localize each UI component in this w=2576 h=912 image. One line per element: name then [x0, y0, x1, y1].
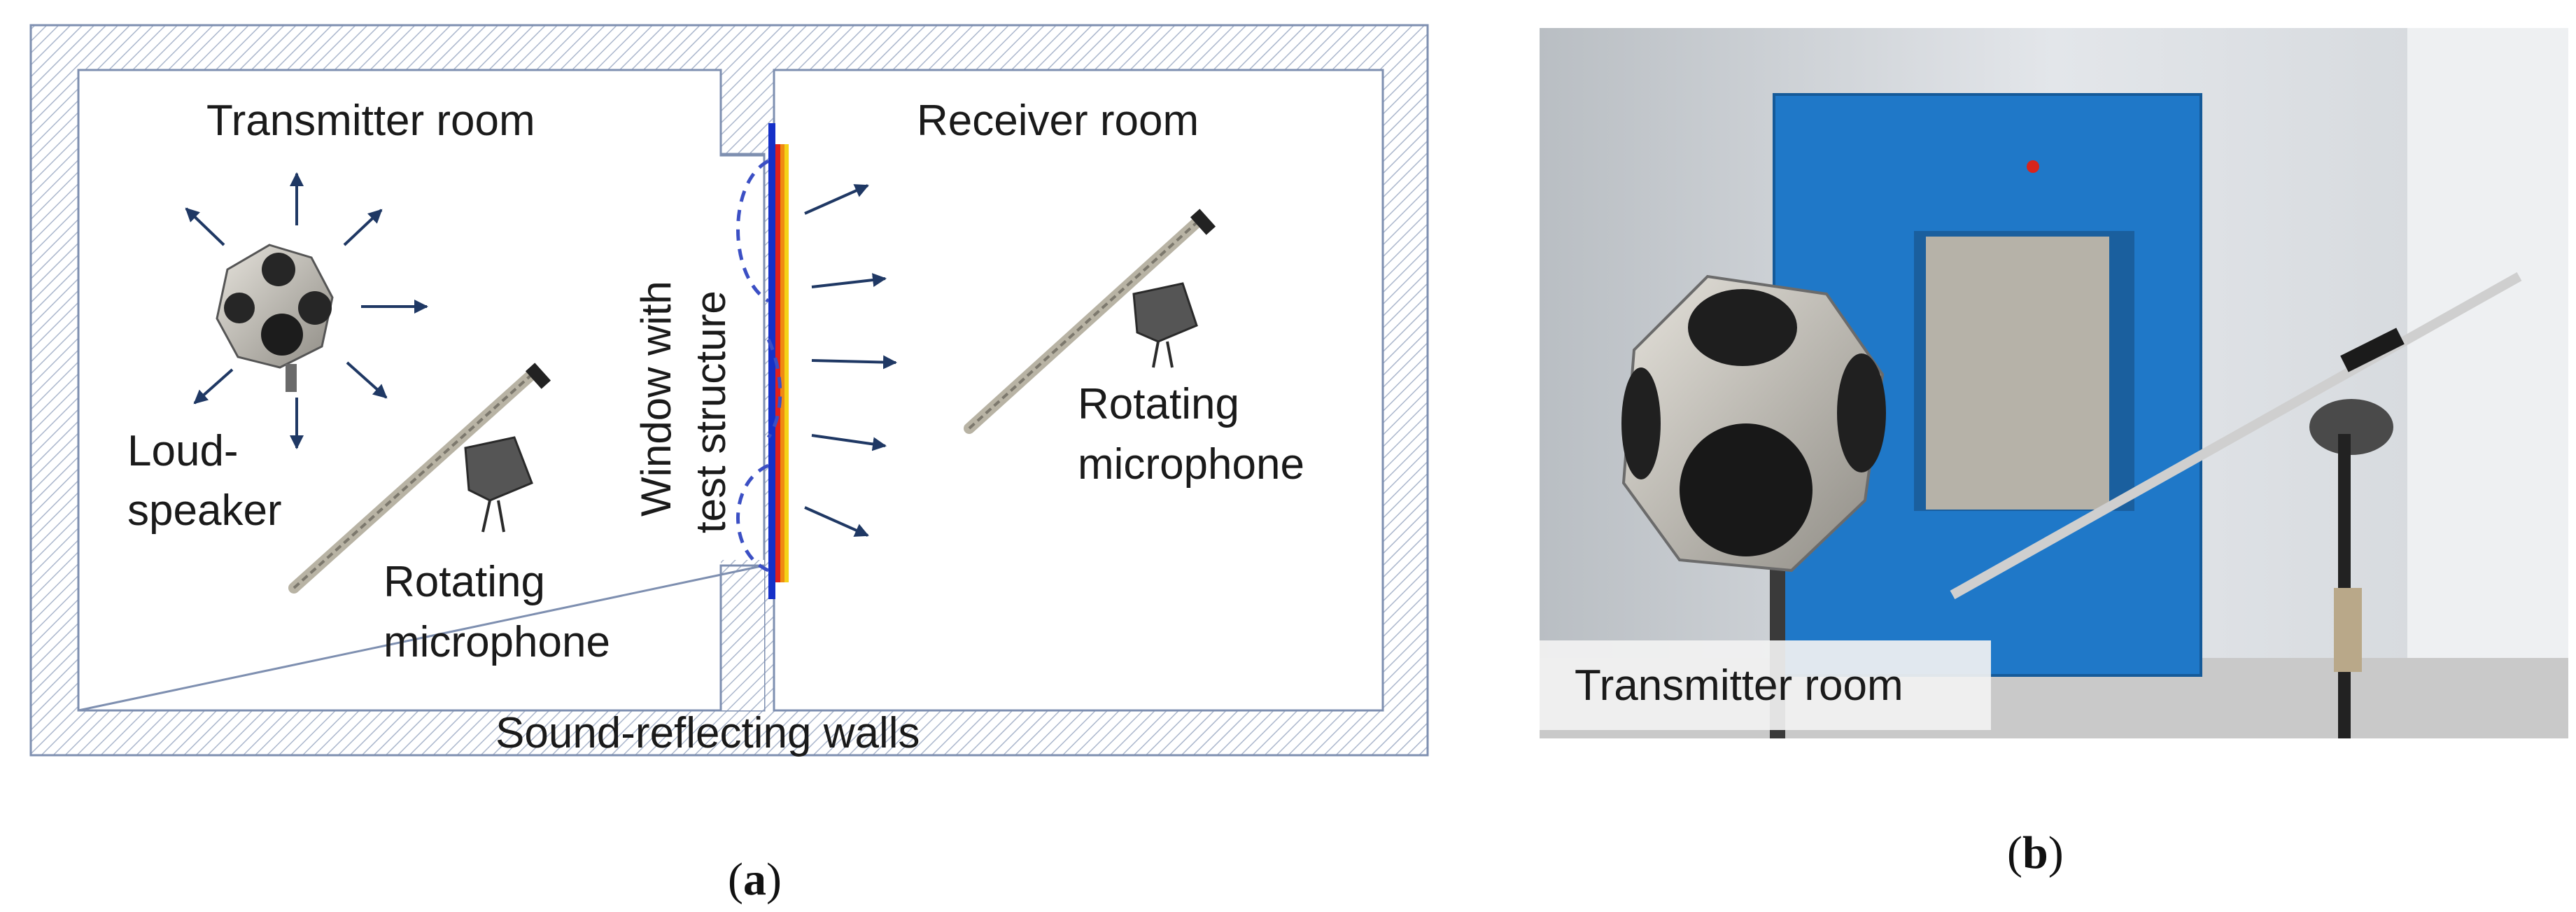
vibration-mode-curve — [736, 159, 782, 573]
receiver-room-label: Receiver room — [917, 97, 1199, 145]
photo-label-box — [1540, 640, 1991, 730]
transmitter-room-outline — [78, 69, 765, 712]
rotating-microphone-tx-label-line2: microphone — [383, 618, 610, 666]
loudspeaker-radiation-arrows — [185, 172, 428, 449]
receiver-room-outline — [773, 69, 1384, 712]
rotating-microphone-rx-icon — [964, 209, 1216, 434]
sound-reflecting-walls-label: Sound-reflecting walls — [495, 709, 920, 757]
caption-b-letter: b — [2022, 827, 2048, 878]
photo-loudspeaker — [1621, 274, 1886, 738]
rotating-microphone-tx-label-line1: Rotating — [383, 558, 545, 606]
panel-b-photo: Transmitter room (b) — [1540, 28, 2568, 878]
loudspeaker-label-line2: speaker — [127, 486, 282, 535]
panel-a-diagram: Transmitter room Receiver room Loud- spe… — [29, 24, 1429, 905]
radiation-arrows — [804, 184, 897, 537]
loudspeaker-icon — [216, 244, 334, 392]
rotating-microphone-rx-label-line1: Rotating — [1078, 380, 1239, 428]
loudspeaker-label-line1: Loud- — [127, 427, 239, 475]
rotating-microphone-tx-icon — [288, 363, 551, 594]
caption-b: (b) — [2007, 827, 2064, 878]
caption-a: (a) — [728, 854, 782, 905]
photo-rotating-microphone — [1950, 272, 2522, 738]
window-label-line2: test structure — [687, 290, 734, 533]
transmitter-room-label: Transmitter room — [206, 97, 535, 145]
window-label-line1: Window with — [633, 281, 680, 517]
photo-transmitter-room-label: Transmitter room — [1575, 661, 1903, 710]
test-structure — [768, 123, 789, 599]
caption-a-letter: a — [743, 854, 766, 905]
rotating-microphone-rx-label-line2: microphone — [1078, 440, 1304, 489]
